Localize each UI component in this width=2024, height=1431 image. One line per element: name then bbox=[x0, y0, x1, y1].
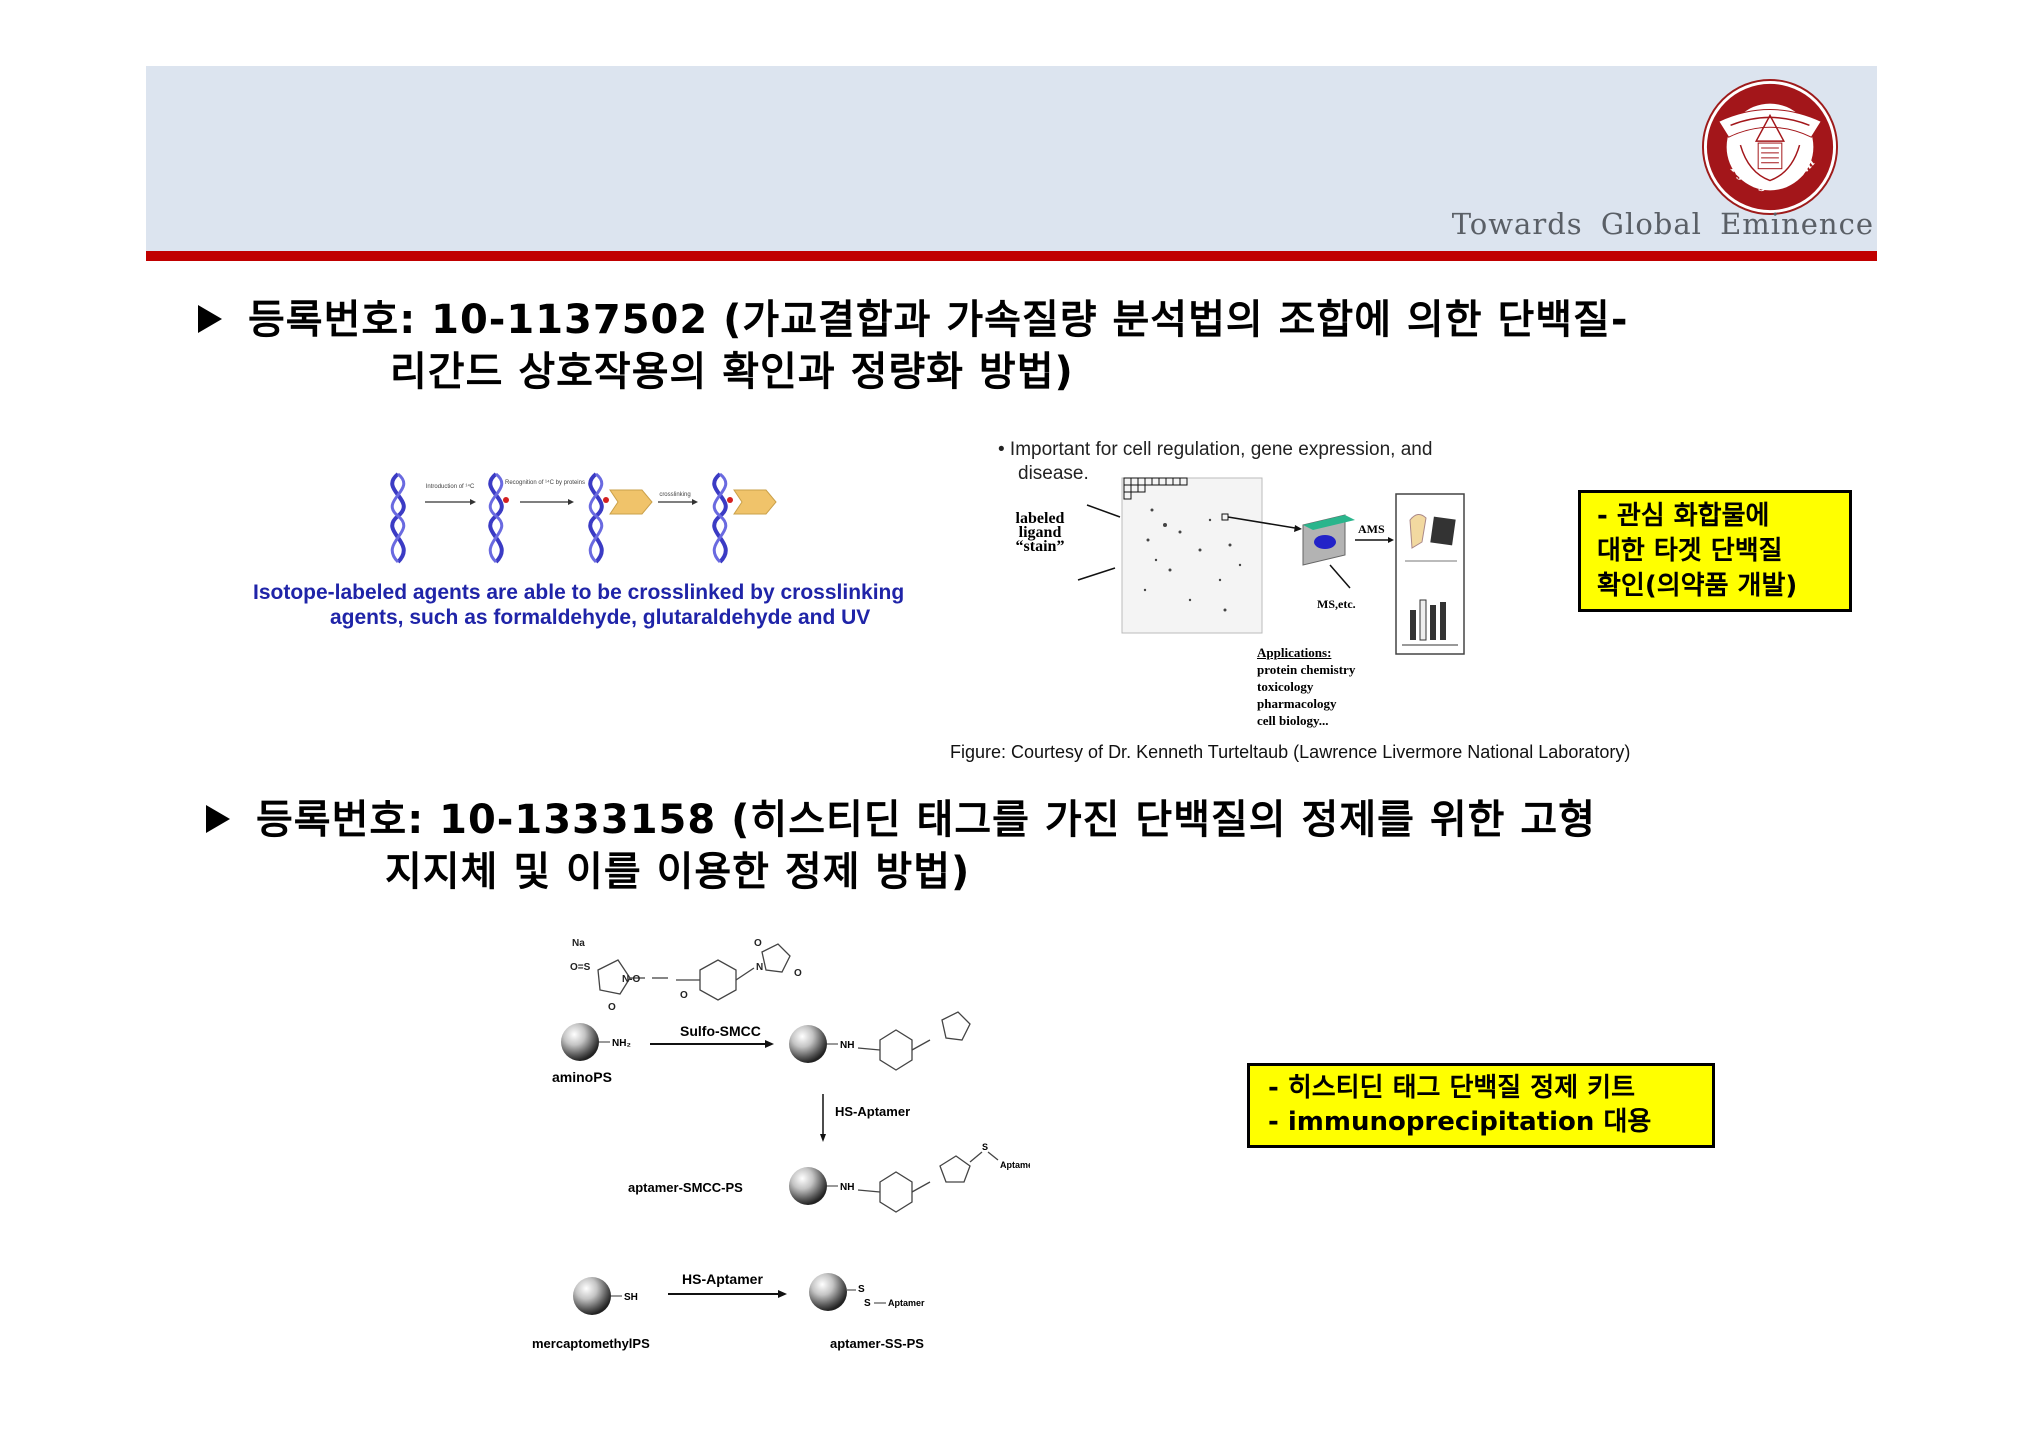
svg-text:crosslinking: crosslinking bbox=[659, 492, 690, 498]
patent2-heading-line2: 지지체 및 이를 이용한 정제 방법) bbox=[385, 849, 971, 895]
svg-text:O: O bbox=[754, 938, 762, 949]
svg-text:S: S bbox=[982, 1142, 988, 1152]
svg-text:NH: NH bbox=[840, 1040, 854, 1051]
patent2-heading-line1: 등록번호: 10-1333158 (히스티딘 태그를 가진 단백질의 정제를 위… bbox=[206, 794, 1596, 846]
triangle-bullet-icon bbox=[198, 305, 222, 333]
svg-text:Na: Na bbox=[572, 938, 585, 949]
patent2-note-box: - 히스티딘 태그 단백질 정제 키트 - immunoprecipitatio… bbox=[1247, 1063, 1715, 1148]
svg-text:O=S: O=S bbox=[570, 962, 591, 973]
svg-text:O: O bbox=[680, 990, 688, 1001]
importance-bullet-line2: disease. bbox=[1018, 463, 1089, 484]
svg-text:MS,etc.: MS,etc. bbox=[1317, 597, 1356, 611]
ams-workflow-figure: AMS MS,etc. bbox=[1077, 477, 1465, 655]
header-band bbox=[146, 66, 1877, 251]
svg-text:aminoPS: aminoPS bbox=[552, 1069, 612, 1085]
patent1-note-box: - 관심 화합물에 대한 타겟 단백질 확인(의약품 개발) bbox=[1578, 490, 1852, 612]
svg-text:aptamer-SMCC-PS: aptamer-SMCC-PS bbox=[628, 1180, 743, 1195]
triangle-bullet-icon bbox=[206, 805, 230, 833]
svg-text:NH: NH bbox=[840, 1182, 854, 1193]
importance-bullet-line1: • Important for cell regulation, gene ex… bbox=[998, 439, 1433, 460]
svg-text:O: O bbox=[794, 968, 802, 979]
svg-text:N-O: N-O bbox=[622, 974, 641, 985]
dna-helix-icon bbox=[588, 472, 604, 564]
svg-text:Aptamer: Aptamer bbox=[1000, 1160, 1030, 1170]
svg-text:S: S bbox=[864, 1298, 871, 1309]
dna-helix-icon bbox=[488, 472, 504, 564]
labeled-ligand-label: labeled ligand “stain” bbox=[1015, 510, 1065, 555]
tagline: Towards Global Eminence bbox=[1451, 207, 1874, 241]
dna-helix-icon bbox=[712, 472, 728, 564]
university-seal-logo: Kyung Hee University bbox=[1701, 78, 1839, 216]
dna-crosslinking-figure: Introduction of ¹⁴C Recognition of ¹⁴C b… bbox=[390, 472, 777, 564]
svg-text:SH: SH bbox=[624, 1292, 638, 1303]
patent1-heading-line2: 리간드 상호작용의 확인과 정량화 방법) bbox=[390, 349, 1074, 395]
svg-text:O: O bbox=[608, 1002, 616, 1013]
svg-text:HS-Aptamer: HS-Aptamer bbox=[682, 1271, 763, 1287]
svg-text:Sulfo-SMCC: Sulfo-SMCC bbox=[680, 1023, 761, 1039]
svg-text:Introduction of ¹⁴C: Introduction of ¹⁴C bbox=[426, 483, 475, 490]
svg-text:N: N bbox=[756, 962, 763, 973]
svg-text:Aptamer: Aptamer bbox=[888, 1298, 925, 1308]
2d-gel-image bbox=[1121, 477, 1263, 634]
svg-text:Recognition of ¹⁴C by proteins: Recognition of ¹⁴C by proteins bbox=[505, 479, 585, 486]
chem-reaction-diagram: NaO=S N-O O O O O N NH₂ Sulfo-SMCC aminoPS NH… bbox=[532, 938, 1030, 1351]
applications-list: Applications: protein chemistry toxicolo… bbox=[1257, 645, 1356, 728]
dna-helix-icon bbox=[390, 472, 406, 564]
patent2-heading-text: 등록번호: 10-1333158 (히스티딘 태그를 가진 단백질의 정제를 위… bbox=[256, 797, 1596, 843]
svg-text:NH₂: NH₂ bbox=[612, 1038, 631, 1049]
patent1-heading-line1: 등록번호: 10-1137502 (가교결합과 가속질량 분석법의 조합에 의한… bbox=[198, 294, 1628, 346]
svg-text:S: S bbox=[858, 1284, 865, 1295]
patent1-heading-text: 등록번호: 10-1137502 (가교결합과 가속질량 분석법의 조합에 의한… bbox=[248, 297, 1629, 343]
dna-caption-line2: agents, such as formaldehyde, glutaralde… bbox=[330, 606, 871, 629]
figure-courtesy: Figure: Courtesy of Dr. Kenneth Turtelta… bbox=[950, 742, 1631, 762]
svg-text:aptamer-SS-PS: aptamer-SS-PS bbox=[830, 1336, 924, 1351]
svg-text:HS-Aptamer: HS-Aptamer bbox=[835, 1104, 910, 1119]
svg-text:mercaptomethylPS: mercaptomethylPS bbox=[532, 1336, 650, 1351]
dna-caption-line1: Isotope-labeled agents are able to be cr… bbox=[253, 581, 905, 604]
header-red-rule bbox=[146, 251, 1877, 261]
svg-text:AMS: AMS bbox=[1358, 522, 1385, 536]
